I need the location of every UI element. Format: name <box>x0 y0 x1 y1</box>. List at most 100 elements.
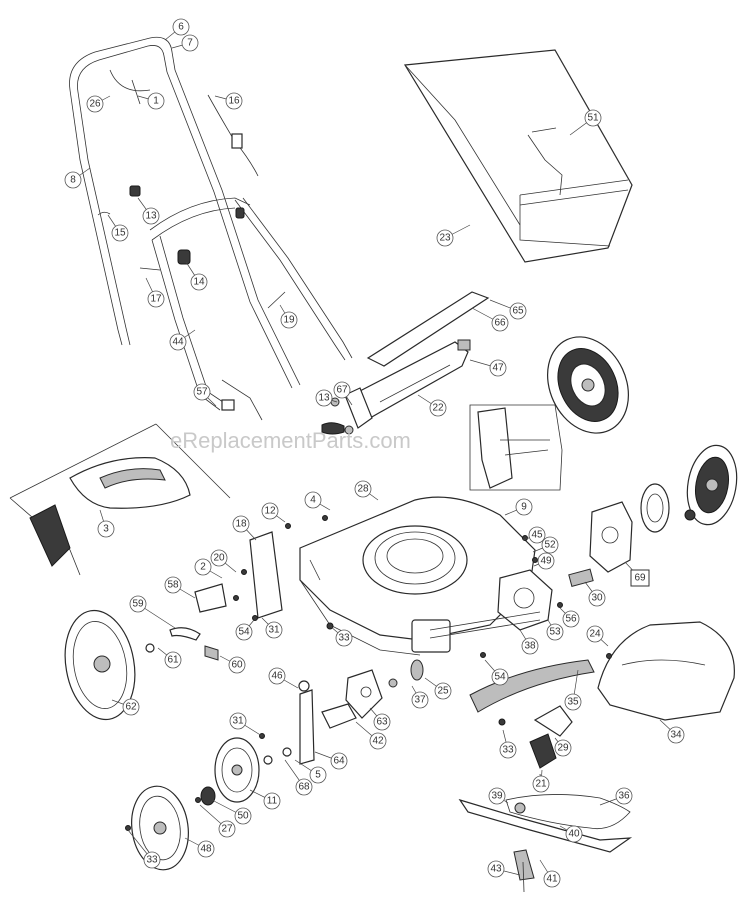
part-callout-53: 53 <box>546 623 564 641</box>
part-number: 23 <box>439 233 451 244</box>
part-callout-39: 39 <box>488 787 506 805</box>
part-callout-20: 20 <box>210 549 228 567</box>
part-number: 68 <box>298 782 310 793</box>
blade-assembly <box>458 705 633 893</box>
part-callout-7: 7 <box>181 34 199 52</box>
part-number: 53 <box>549 627 561 638</box>
part-number: 69 <box>634 573 646 584</box>
part-number: 45 <box>531 530 543 541</box>
part-callout-62: 62 <box>122 698 140 716</box>
mower-deck <box>299 496 536 656</box>
part-callout-48: 48 <box>197 840 215 858</box>
rear-wheel-top <box>546 336 630 434</box>
part-number: 13 <box>145 211 157 222</box>
part-number: 30 <box>591 593 603 604</box>
part-number: 5 <box>315 770 321 781</box>
part-number: 33 <box>146 855 158 866</box>
part-number: 11 <box>267 796 278 807</box>
side-discharge-chute <box>9 423 231 576</box>
part-callout-37: 37 <box>411 691 429 709</box>
part-callout-16: 16 <box>225 92 243 110</box>
part-callout-18: 18 <box>232 515 250 533</box>
part-number: 46 <box>271 671 283 682</box>
part-callout-31: 31 <box>229 712 247 730</box>
part-callout-59: 59 <box>129 595 147 613</box>
part-number: 50 <box>237 811 249 822</box>
grass-bag <box>403 49 633 263</box>
part-number: 52 <box>544 540 556 551</box>
part-callout-24: 24 <box>586 625 604 643</box>
part-callout-29: 29 <box>554 739 572 757</box>
part-callout-8: 8 <box>64 171 82 189</box>
part-number: 51 <box>587 113 599 124</box>
part-number: 67 <box>336 385 348 396</box>
part-callout-60: 60 <box>228 656 246 674</box>
part-callout-69: 69 <box>630 569 650 587</box>
part-callout-22: 22 <box>429 399 447 417</box>
part-callout-30: 30 <box>588 589 606 607</box>
part-callout-66: 66 <box>491 314 509 332</box>
part-number: 33 <box>502 745 514 756</box>
part-number: 13 <box>318 393 330 404</box>
part-number: 57 <box>196 387 208 398</box>
part-number: 36 <box>618 791 630 802</box>
part-number: 9 <box>521 502 527 513</box>
rear-left-wheel <box>131 737 292 871</box>
part-number: 15 <box>114 228 126 239</box>
part-callout-38: 38 <box>521 637 539 655</box>
part-number: 59 <box>132 599 144 610</box>
part-number: 3 <box>103 524 109 535</box>
part-callout-13: 13 <box>142 207 160 225</box>
part-callout-1: 1 <box>147 92 165 110</box>
part-callout-51: 51 <box>584 109 602 127</box>
part-number: 37 <box>414 695 426 706</box>
front-wheel-left <box>64 609 136 721</box>
part-callout-44: 44 <box>169 333 187 351</box>
part-callout-67: 67 <box>333 381 351 399</box>
part-number: 65 <box>512 306 524 317</box>
part-callout-50: 50 <box>234 807 252 825</box>
part-number: 25 <box>437 686 449 697</box>
part-number: 34 <box>670 730 682 741</box>
part-number: 2 <box>200 562 206 573</box>
part-callout-6: 6 <box>172 18 190 36</box>
part-callout-56: 56 <box>562 610 580 628</box>
part-number: 24 <box>589 629 601 640</box>
part-number: 31 <box>232 716 244 727</box>
part-callout-35: 35 <box>564 693 582 711</box>
engine-shroud <box>597 621 735 721</box>
part-callout-54: 54 <box>235 623 253 641</box>
part-callout-33: 33 <box>499 741 517 759</box>
part-callout-54: 54 <box>491 668 509 686</box>
part-callout-43: 43 <box>487 860 505 878</box>
part-number: 17 <box>150 294 162 305</box>
part-callout-42: 42 <box>369 732 387 750</box>
part-callout-46: 46 <box>268 667 286 685</box>
part-callout-26: 26 <box>86 95 104 113</box>
part-number: 42 <box>372 736 384 747</box>
part-number: 60 <box>231 660 243 671</box>
gear-case <box>568 501 633 587</box>
part-number: 7 <box>187 38 193 49</box>
part-callout-15: 15 <box>111 224 129 242</box>
part-callout-33: 33 <box>143 851 161 869</box>
part-callout-27: 27 <box>218 820 236 838</box>
part-callout-5: 5 <box>309 766 327 784</box>
part-number: 35 <box>567 697 579 708</box>
part-callout-36: 36 <box>615 787 633 805</box>
part-number: 8 <box>70 175 76 186</box>
part-callout-45: 45 <box>528 526 546 544</box>
part-callout-11: 11 <box>263 792 281 810</box>
part-callout-12: 12 <box>261 502 279 520</box>
part-number: 48 <box>200 844 212 855</box>
part-number: 54 <box>494 672 506 683</box>
part-number: 26 <box>89 99 101 110</box>
part-callout-9: 9 <box>515 498 533 516</box>
part-callout-14: 14 <box>190 273 208 291</box>
part-number: 18 <box>235 519 247 530</box>
part-number: 14 <box>193 277 205 288</box>
part-callout-2: 2 <box>194 558 212 576</box>
part-callout-13: 13 <box>315 389 333 407</box>
